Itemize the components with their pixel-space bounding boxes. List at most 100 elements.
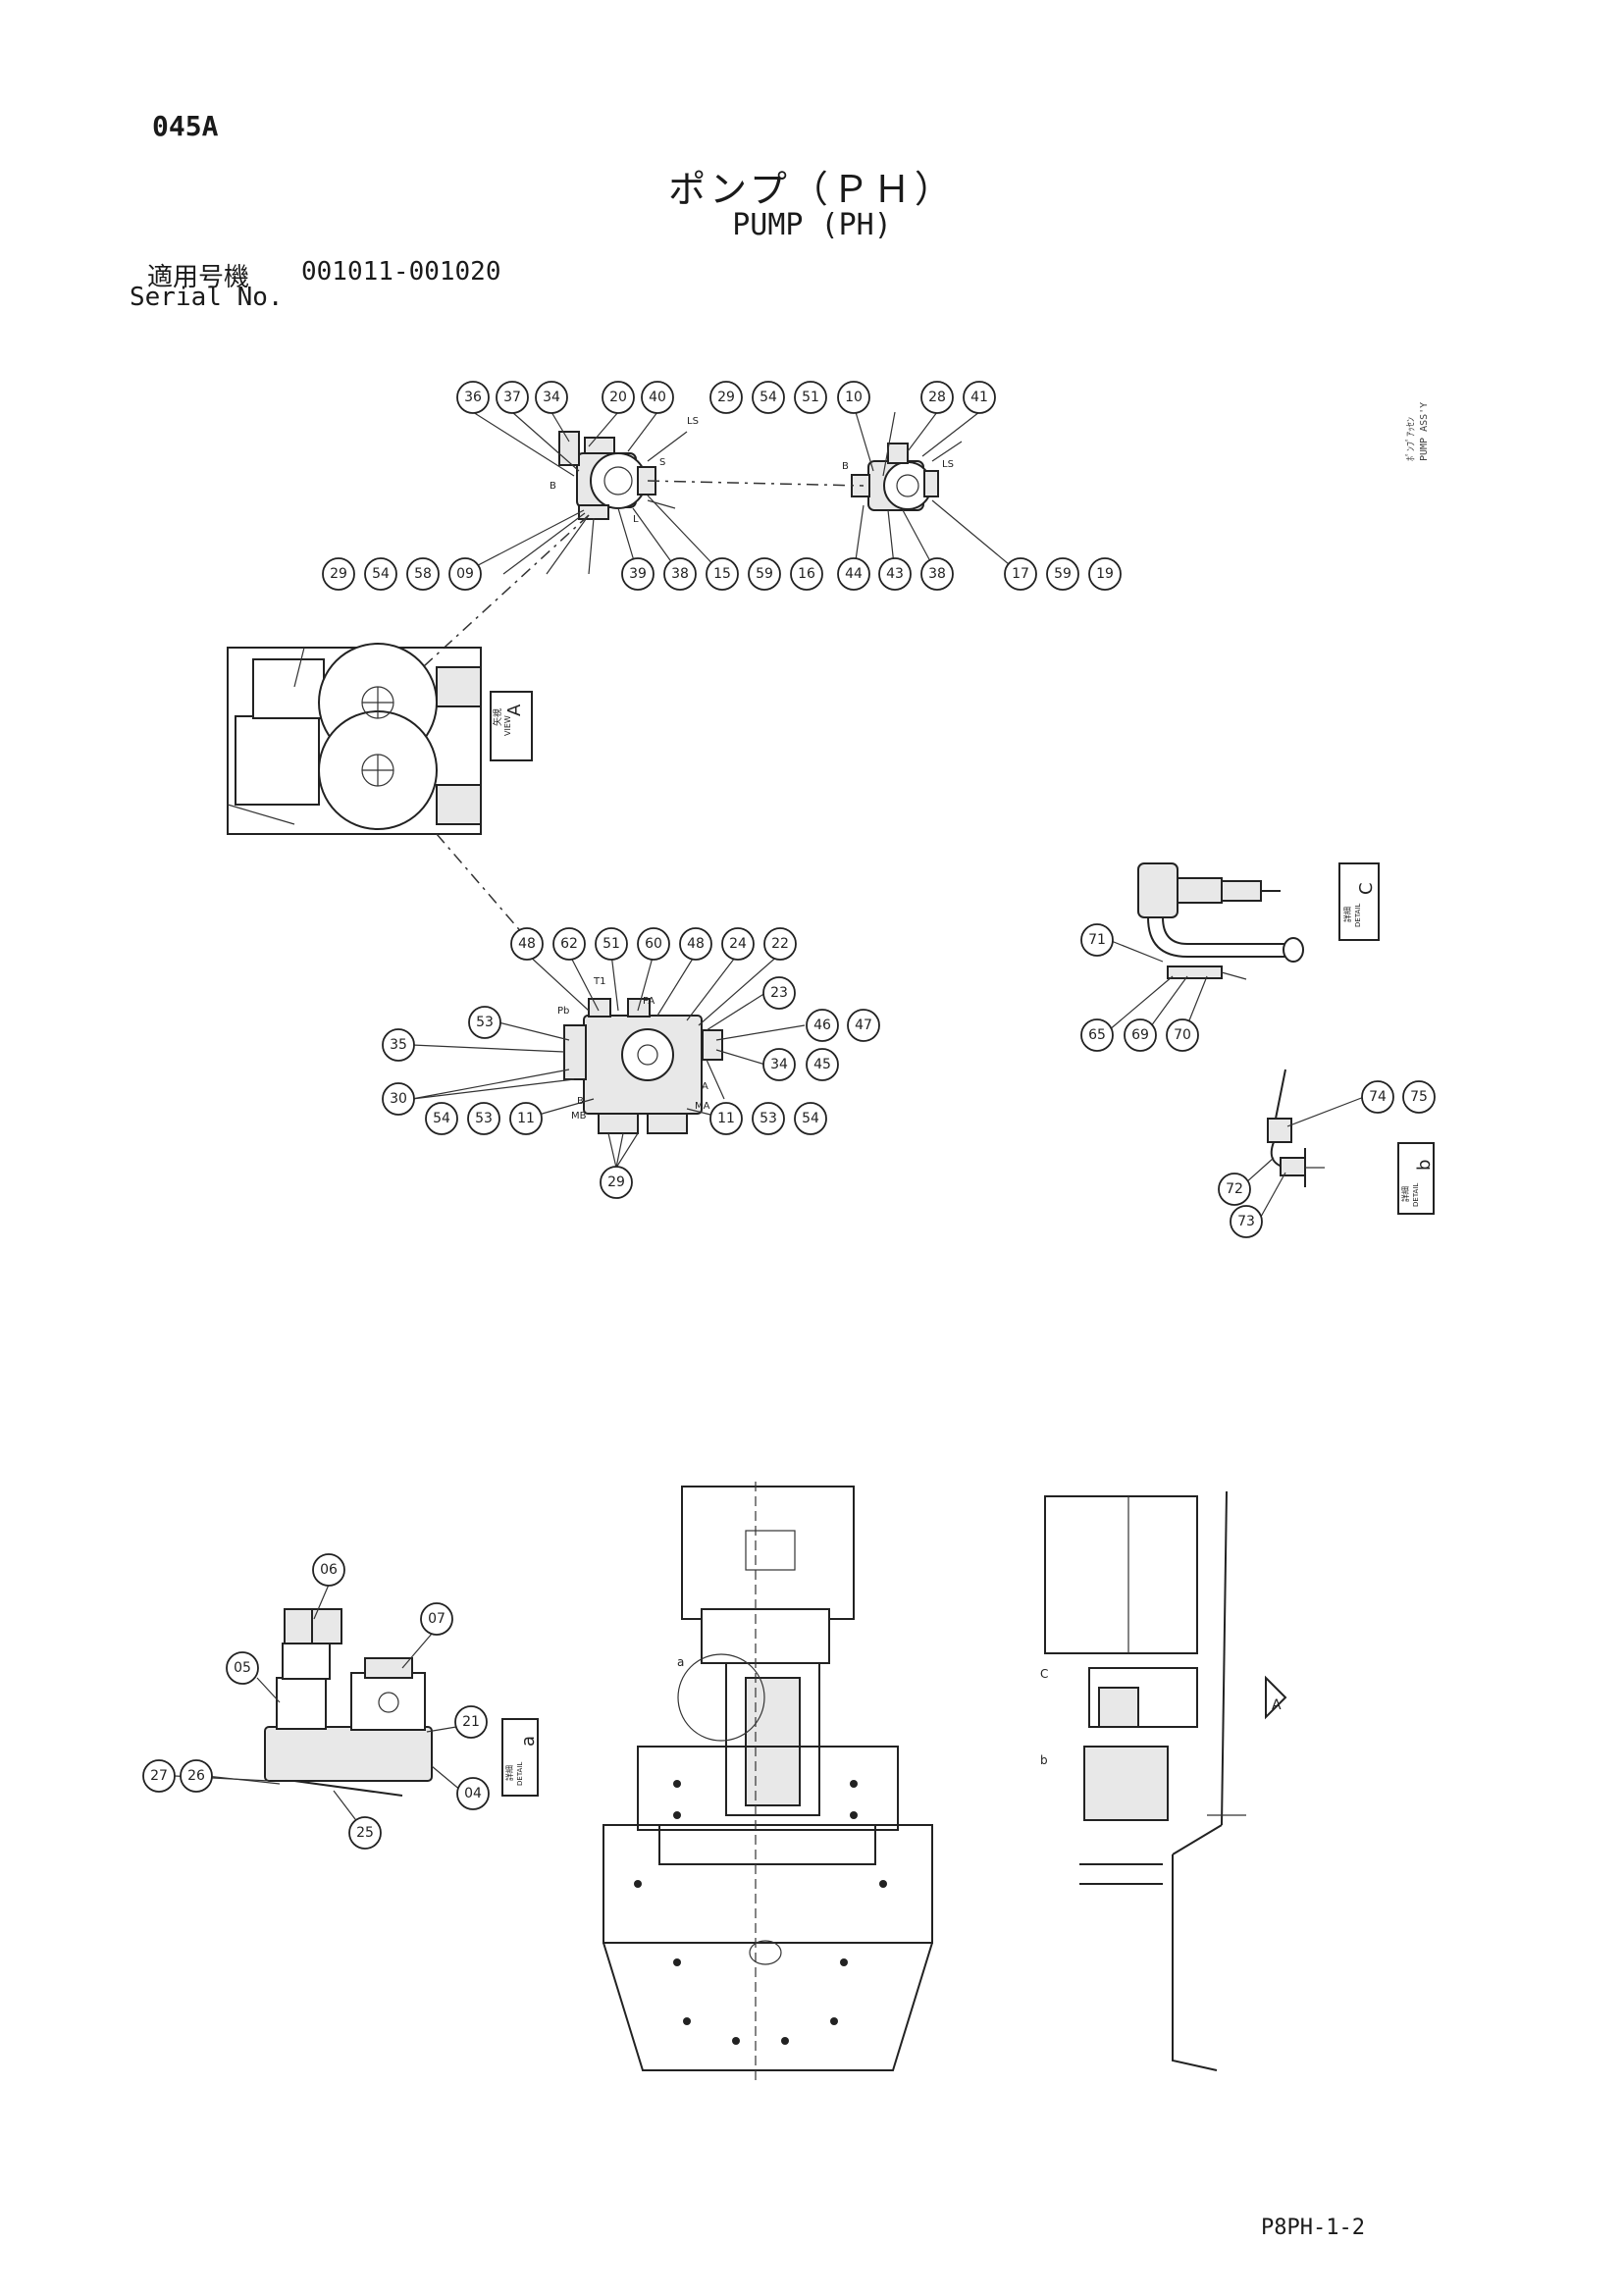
callout: 74 — [1369, 1089, 1387, 1105]
callout: 35 — [390, 1037, 407, 1053]
callout: 28 — [928, 390, 946, 405]
callout: 15 — [713, 566, 731, 582]
detail-b-label-en: DETAIL — [1412, 1183, 1420, 1207]
bolt-mark — [850, 1811, 858, 1819]
port-pa-label: PA — [643, 996, 655, 1007]
pump-centerline — [647, 480, 864, 487]
port-pb-label: Pb — [557, 1006, 569, 1017]
callout: 38 — [928, 566, 946, 582]
callout: 30 — [390, 1091, 407, 1107]
serial-label-english: Serial No. — [130, 283, 284, 312]
marker-b: b — [1040, 1753, 1048, 1767]
callout: 17 — [1012, 566, 1029, 582]
view-a-letter: A — [504, 704, 525, 716]
callout: 53 — [475, 1111, 493, 1126]
bolt-mark — [732, 2037, 740, 2045]
detail-a-letter: a — [518, 1736, 539, 1747]
callout: 16 — [798, 566, 815, 582]
view-a-label-jp: 矢視 — [492, 708, 503, 726]
callouts-detail-c: 71 65 69 70 — [1080, 923, 1199, 1052]
pump-left-leaders — [460, 411, 723, 575]
bolt-mark — [634, 1880, 642, 1888]
view-a-engine-drawing — [227, 643, 482, 835]
callout: 19 — [1096, 566, 1114, 582]
callout: 54 — [802, 1111, 819, 1126]
callout: 29 — [607, 1174, 625, 1190]
callout: 47 — [855, 1018, 872, 1033]
serial-range: 001011-001020 — [301, 257, 501, 287]
callout: 43 — [886, 566, 904, 582]
view-a-label-en: VIEW — [503, 715, 512, 736]
view-a-leader-top — [411, 514, 590, 678]
machine-plan-view — [602, 1482, 933, 2085]
callout: 26 — [187, 1768, 205, 1784]
detail-b-drawing — [1267, 1069, 1325, 1187]
callouts-pump-left-top: 36 37 34 20 40 — [456, 381, 674, 414]
callout: 60 — [645, 936, 662, 952]
callout: 51 — [602, 936, 620, 952]
view-direction-marker: A — [1272, 1697, 1282, 1713]
callout: 46 — [813, 1018, 831, 1033]
title-japanese: ポンプ（ＰＨ） — [668, 168, 956, 211]
callout: 54 — [372, 566, 390, 582]
port-s-label: S — [659, 457, 665, 468]
callouts-pump-right-top: 29 54 51 10 28 41 — [709, 381, 996, 414]
callout: 71 — [1088, 932, 1106, 948]
port-ma-label: MA — [695, 1101, 710, 1112]
callout: 72 — [1226, 1181, 1243, 1197]
page-code: 045A — [152, 110, 219, 142]
callout: 54 — [760, 390, 777, 405]
callout: 29 — [330, 566, 347, 582]
port-ls-label: LS — [687, 416, 699, 427]
detail-a-label-en: DETAIL — [516, 1762, 524, 1786]
detail-b-label-jp: 詳細 — [1400, 1186, 1410, 1202]
port-ls-label-right: LS — [942, 459, 954, 470]
callout: 53 — [476, 1015, 494, 1030]
callout: 20 — [609, 390, 627, 405]
detail-c-label-jp: 詳細 — [1342, 907, 1352, 922]
pump-right-unit — [851, 441, 963, 511]
callout: 70 — [1174, 1027, 1191, 1043]
callout: 73 — [1237, 1214, 1255, 1229]
callout: 65 — [1088, 1027, 1106, 1043]
callout: 07 — [428, 1611, 445, 1627]
detail-c-letter: C — [1356, 882, 1377, 895]
callout: 04 — [464, 1786, 482, 1801]
callout: 59 — [1054, 566, 1072, 582]
callout: 27 — [150, 1768, 168, 1784]
pump-port-labels: LS B S L B LS — [550, 416, 954, 525]
bolt-mark — [840, 1958, 848, 1966]
machine-side-view — [1044, 1490, 1287, 2071]
port-b-label-valve: B — [577, 1096, 584, 1107]
drawing-code: P8PH-1-2 — [1261, 2216, 1365, 2240]
callout: 34 — [770, 1057, 788, 1072]
detail-c-drawing — [1137, 862, 1304, 980]
callouts-detail-a: 06 07 05 21 27 26 04 25 — [142, 1553, 490, 1850]
detail-b-leaders — [1245, 1096, 1365, 1218]
port-t1-label: T1 — [593, 976, 605, 987]
callout: 37 — [503, 390, 521, 405]
valve-leaders — [411, 953, 806, 1169]
callouts-valve-top: 48 62 51 60 48 24 22 — [510, 927, 797, 961]
callout: 22 — [771, 936, 789, 952]
bolt-mark — [673, 1811, 681, 1819]
callout: 40 — [649, 390, 666, 405]
callout: 75 — [1410, 1089, 1428, 1105]
bolt-mark — [830, 2017, 838, 2025]
bolt-mark — [673, 1780, 681, 1788]
bolt-mark — [781, 2037, 789, 2045]
callout: 48 — [687, 936, 705, 952]
port-b-label-right: B — [842, 461, 849, 472]
valve-port-labels: Pb T1 PA A B MB MA — [557, 976, 710, 1122]
callout: 59 — [756, 566, 773, 582]
callout: 23 — [770, 985, 788, 1001]
port-b-label: B — [550, 481, 556, 492]
callout: 34 — [543, 390, 560, 405]
view-a-leader-bottom — [436, 833, 531, 943]
bolt-mark — [683, 2017, 691, 2025]
callout: 09 — [456, 566, 474, 582]
detail-b-label: 詳細 DETAIL b — [1397, 1142, 1435, 1215]
marker-a: a — [677, 1655, 684, 1669]
port-l-label: L — [633, 514, 639, 525]
